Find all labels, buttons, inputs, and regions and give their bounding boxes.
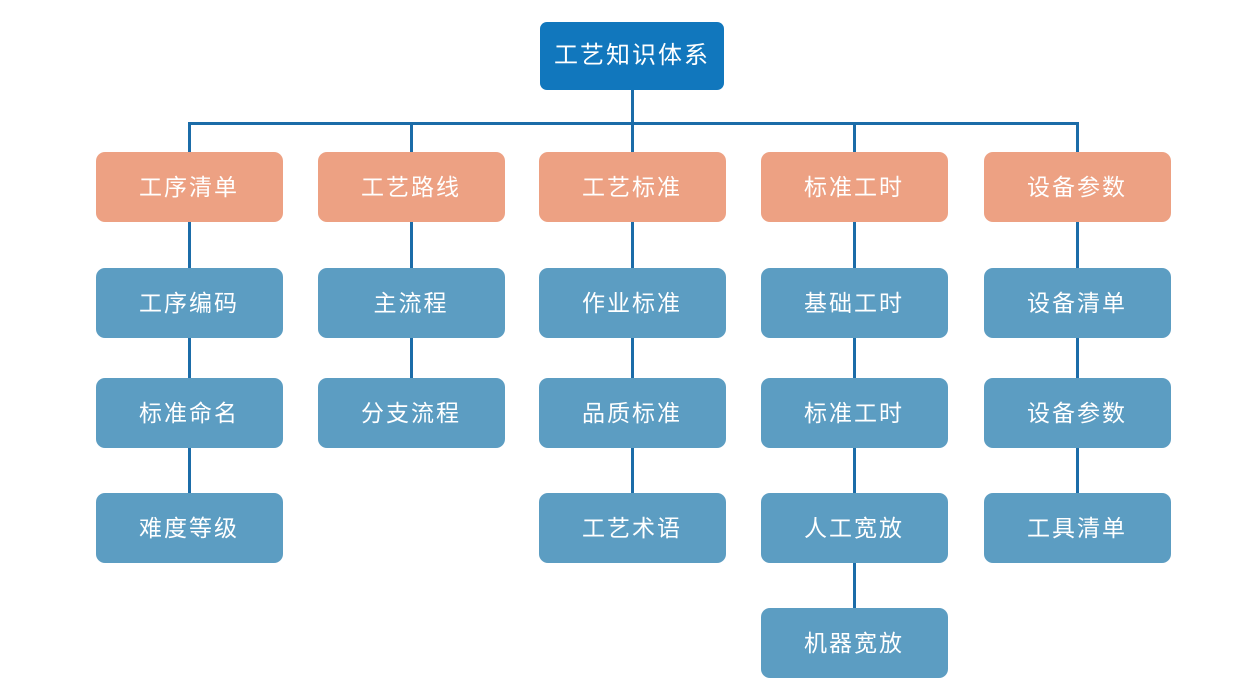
child-node-3-1[interactable]: 作业标准: [538, 268, 726, 338]
branch-node-2[interactable]: 工艺路线: [317, 152, 505, 222]
child-node-3-1-label: 作业标准: [582, 289, 682, 316]
child-node-5-3-label: 工具清单: [1027, 514, 1127, 541]
child-connector-3-1: [631, 222, 634, 268]
branch-drop-1: [188, 122, 191, 152]
child-node-3-3-label: 工艺术语: [582, 514, 682, 541]
child-node-5-1[interactable]: 设备清单: [983, 268, 1171, 338]
child-node-4-3-label: 人工宽放: [804, 514, 904, 541]
child-node-3-2-label: 品质标准: [582, 399, 682, 426]
child-connector-2-1: [410, 222, 413, 268]
child-connector-3-2: [631, 338, 634, 378]
child-node-1-3[interactable]: 难度等级: [95, 493, 283, 563]
child-node-5-1-label: 设备清单: [1027, 289, 1127, 316]
branch-drop-4: [853, 122, 856, 152]
child-node-1-1[interactable]: 工序编码: [95, 268, 283, 338]
child-node-4-4[interactable]: 机器宽放: [760, 608, 948, 678]
child-node-4-4-label: 机器宽放: [804, 629, 904, 656]
child-node-1-2-label: 标准命名: [139, 399, 239, 426]
child-connector-5-1: [1076, 222, 1079, 268]
branch-drop-5: [1076, 122, 1079, 152]
child-connector-4-3: [853, 448, 856, 493]
child-node-1-3-label: 难度等级: [139, 514, 239, 541]
child-node-4-2[interactable]: 标准工时: [760, 378, 948, 448]
branch-node-5[interactable]: 设备参数: [983, 152, 1171, 222]
branch-drop-3: [631, 122, 634, 152]
child-connector-2-2: [410, 338, 413, 378]
branch-node-2-label: 工艺路线: [361, 173, 461, 200]
child-node-4-3[interactable]: 人工宽放: [760, 493, 948, 563]
branch-node-5-label: 设备参数: [1027, 173, 1127, 200]
child-node-5-3[interactable]: 工具清单: [983, 493, 1171, 563]
root-node-label: 工艺知识体系: [554, 42, 710, 69]
child-node-2-1[interactable]: 主流程: [317, 268, 505, 338]
branch-node-3[interactable]: 工艺标准: [538, 152, 726, 222]
child-connector-5-2: [1076, 338, 1079, 378]
branch-node-1[interactable]: 工序清单: [95, 152, 283, 222]
child-connector-1-1: [188, 222, 191, 268]
child-node-3-3[interactable]: 工艺术语: [538, 493, 726, 563]
child-node-4-1-label: 基础工时: [804, 289, 904, 316]
root-node[interactable]: 工艺知识体系: [540, 22, 724, 90]
child-connector-3-3: [631, 448, 634, 493]
child-connector-4-2: [853, 338, 856, 378]
child-connector-5-3: [1076, 448, 1079, 493]
child-node-5-2[interactable]: 设备参数: [983, 378, 1171, 448]
child-node-3-2[interactable]: 品质标准: [538, 378, 726, 448]
branch-node-4[interactable]: 标准工时: [760, 152, 948, 222]
branch-drop-2: [410, 122, 413, 152]
child-node-2-2-label: 分支流程: [361, 399, 461, 426]
child-connector-4-4: [853, 563, 856, 608]
child-connector-4-1: [853, 222, 856, 268]
child-node-4-2-label: 标准工时: [804, 399, 904, 426]
branch-node-1-label: 工序清单: [139, 173, 239, 200]
child-connector-1-2: [188, 338, 191, 378]
branch-node-4-label: 标准工时: [804, 173, 904, 200]
child-connector-1-3: [188, 448, 191, 493]
horizontal-bus: [188, 122, 1079, 125]
child-node-4-1[interactable]: 基础工时: [760, 268, 948, 338]
root-stem: [631, 90, 634, 125]
child-node-5-2-label: 设备参数: [1027, 399, 1127, 426]
child-node-2-1-label: 主流程: [373, 289, 449, 316]
child-node-2-2[interactable]: 分支流程: [317, 378, 505, 448]
child-node-1-2[interactable]: 标准命名: [95, 378, 283, 448]
child-node-1-1-label: 工序编码: [139, 289, 239, 316]
branch-node-3-label: 工艺标准: [582, 173, 682, 200]
